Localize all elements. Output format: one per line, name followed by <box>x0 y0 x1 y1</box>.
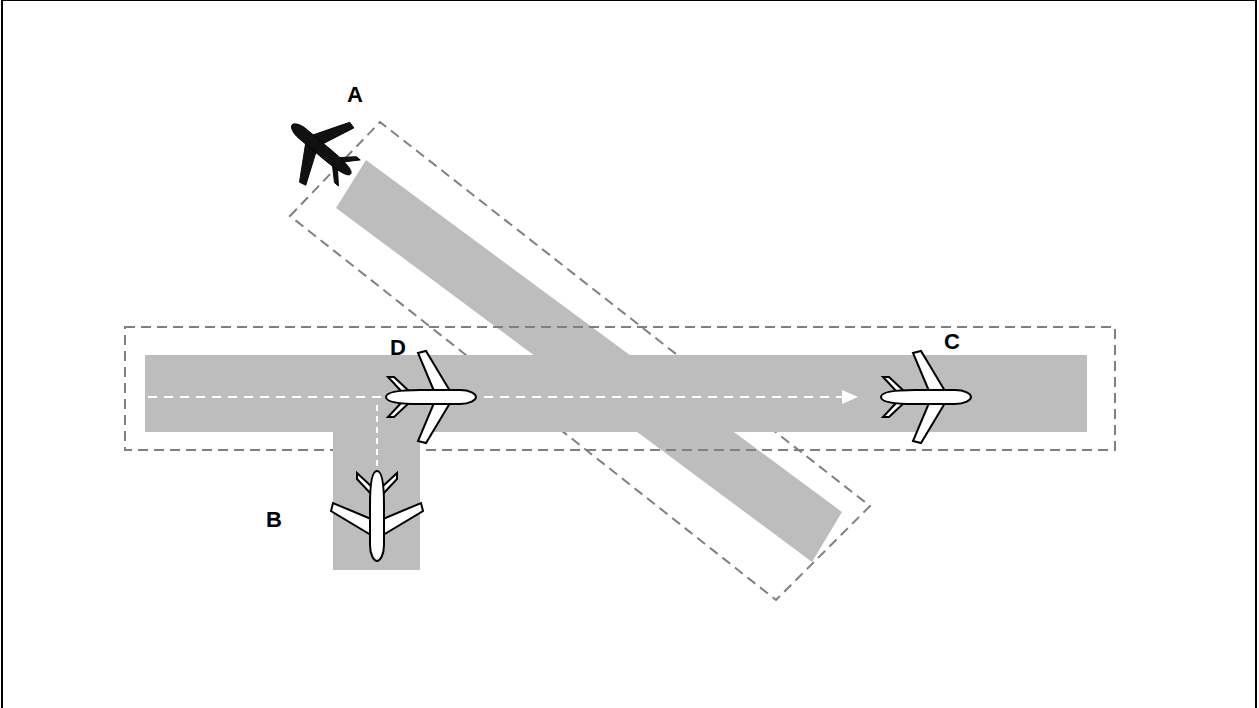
runway-safety-area <box>125 327 1115 450</box>
aircraft <box>331 471 423 561</box>
takeoff-path <box>148 396 842 398</box>
aircraft <box>386 351 476 443</box>
arrow-head <box>842 390 858 404</box>
position-label: D <box>390 337 406 359</box>
position-label: B <box>266 509 282 531</box>
aircraft <box>881 351 971 443</box>
position-label: A <box>347 84 363 106</box>
aircraft <box>267 95 376 204</box>
position-label: C <box>944 331 960 353</box>
